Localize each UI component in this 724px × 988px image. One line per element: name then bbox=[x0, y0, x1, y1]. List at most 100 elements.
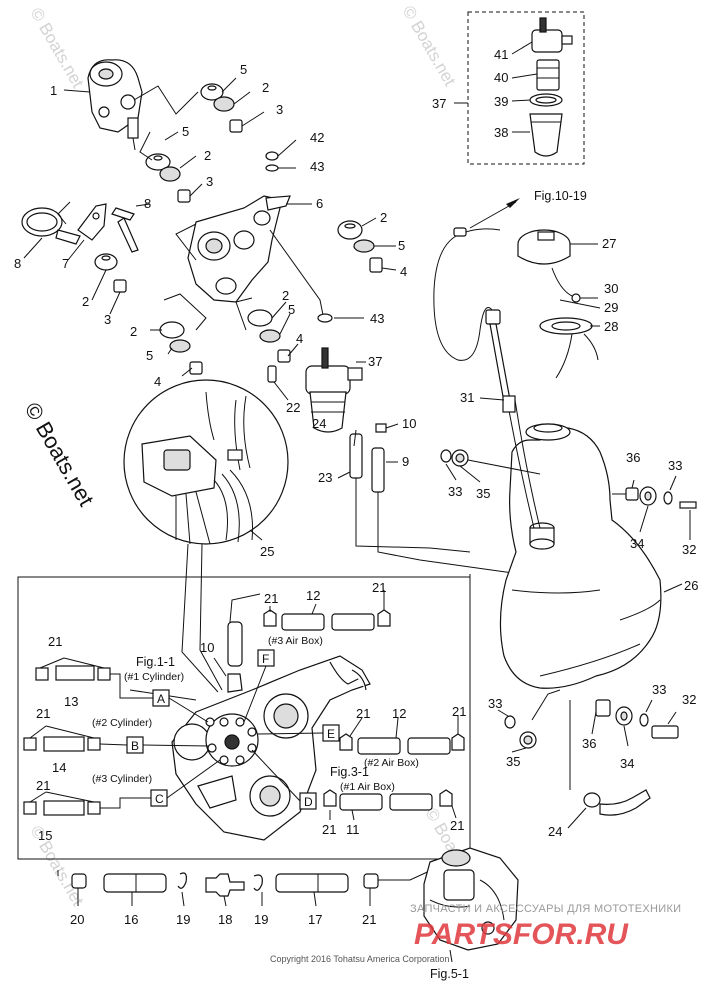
hose-clamp-part-8 bbox=[21, 207, 81, 245]
callout: 32 bbox=[682, 692, 696, 707]
callout: 9 bbox=[402, 454, 409, 469]
callout: 37 bbox=[368, 354, 382, 369]
callout: 5 bbox=[288, 302, 295, 317]
bracket-part-7 bbox=[77, 203, 107, 241]
callout: 2 bbox=[82, 294, 89, 309]
label-cyl2: (#2 Cylinder) bbox=[92, 717, 152, 729]
callout: 14 bbox=[52, 760, 66, 775]
callout: 21 bbox=[36, 706, 50, 721]
label-air2: (#2 Air Box) bbox=[364, 757, 419, 769]
dipstick-part-31 bbox=[479, 309, 541, 529]
callout: 34 bbox=[620, 756, 634, 771]
manifold-detail-box bbox=[17, 576, 471, 860]
callout: 30 bbox=[604, 281, 618, 296]
mount-bolts-upper bbox=[440, 449, 697, 540]
callout: 36 bbox=[626, 450, 640, 465]
callout: 5 bbox=[146, 348, 153, 363]
fuel-filter-part-37 bbox=[305, 347, 363, 433]
callout: 4 bbox=[400, 264, 407, 279]
callout: 8 bbox=[14, 256, 21, 271]
callout: 1 bbox=[50, 83, 57, 98]
callout: 4 bbox=[296, 331, 303, 346]
callout: 2 bbox=[282, 288, 289, 303]
connector-boxes bbox=[126, 649, 340, 810]
callout: 24 bbox=[312, 416, 326, 431]
callout: 5 bbox=[240, 62, 247, 77]
callout: 32 bbox=[682, 542, 696, 557]
callout: 33 bbox=[488, 696, 502, 711]
connector-letters: A B C D E F bbox=[131, 652, 335, 809]
connector-leader-lines bbox=[142, 665, 324, 802]
hose-parts-23-9 bbox=[337, 423, 521, 575]
hose-set-14 bbox=[23, 725, 128, 752]
hose-set-15 bbox=[23, 791, 151, 816]
bottom-hose-row bbox=[57, 870, 379, 907]
callout: 19 bbox=[176, 912, 190, 927]
washer-part-43 bbox=[317, 313, 333, 323]
connector-letter-f: F bbox=[262, 652, 269, 666]
callout: 2 bbox=[262, 80, 269, 95]
callout: 38 bbox=[494, 125, 508, 140]
callout: 39 bbox=[494, 94, 508, 109]
callout: 43 bbox=[370, 311, 384, 326]
breather-hose bbox=[433, 198, 520, 361]
callout: 35 bbox=[506, 754, 520, 769]
callout: 11 bbox=[346, 822, 360, 837]
right-bushings bbox=[337, 217, 397, 273]
callout: 41 bbox=[494, 47, 508, 62]
callout: 7 bbox=[62, 256, 69, 271]
callout: 18 bbox=[218, 912, 232, 927]
callout: 29 bbox=[604, 300, 618, 315]
callout: 19 bbox=[254, 912, 268, 927]
callout: 33 bbox=[652, 682, 666, 697]
callout: 20 bbox=[70, 912, 84, 927]
callout: 21 bbox=[372, 580, 386, 595]
connector-letter-b: B bbox=[131, 739, 139, 753]
callout: 21 bbox=[362, 912, 376, 927]
callout: 10 bbox=[200, 640, 214, 655]
side-watermark: © Boats.net bbox=[20, 398, 99, 510]
callout: 5 bbox=[182, 124, 189, 139]
part-10-lower bbox=[213, 593, 261, 693]
fuel-tank-part-26 bbox=[499, 423, 662, 689]
label-air1: (#1 Air Box) bbox=[340, 781, 395, 793]
callout: 34 bbox=[630, 536, 644, 551]
callout-numbers: 1 5 2 3 5 2 3 42 43 6 8 8 7 2 5 4 2 3 2 … bbox=[14, 47, 698, 927]
intake-manifold-plate bbox=[171, 655, 371, 841]
cap-parts-27-28 bbox=[517, 229, 599, 379]
callout: 13 bbox=[64, 694, 78, 709]
center-bushings bbox=[150, 293, 299, 401]
callout: 35 bbox=[476, 486, 490, 501]
hose-set-12-mid bbox=[339, 716, 465, 755]
callout: 3 bbox=[104, 312, 111, 327]
watermark-text: © Boats.net bbox=[399, 3, 460, 90]
detail-circle-part-25 bbox=[123, 379, 289, 545]
hose-set-13 bbox=[35, 657, 153, 699]
watermark-text: © Boats.net bbox=[27, 5, 88, 92]
callout: 21 bbox=[322, 822, 336, 837]
hose-set-12-top bbox=[263, 590, 391, 631]
callout: 2 bbox=[130, 324, 137, 339]
hose-part-24-lower bbox=[567, 700, 651, 829]
copyright-text: Copyright 2016 Tohatsu America Corporati… bbox=[270, 954, 449, 964]
callout: 33 bbox=[448, 484, 462, 499]
callout: 22 bbox=[286, 400, 300, 415]
callout: 12 bbox=[392, 706, 406, 721]
callout: 21 bbox=[450, 818, 464, 833]
callout: 16 bbox=[124, 912, 138, 927]
callout: 8 bbox=[144, 196, 151, 211]
mount-bracket-part-6 bbox=[187, 195, 291, 303]
callout: 23 bbox=[318, 470, 332, 485]
figure-references: Fig.10-19 Fig.1-1 Fig.3-1 Fig.5-1 bbox=[136, 189, 587, 981]
filter-assembly-parts bbox=[529, 17, 573, 157]
engine-block-fig-5-1 bbox=[423, 847, 519, 951]
connector-letter-e: E bbox=[327, 727, 335, 741]
connector-letter-c: C bbox=[155, 792, 164, 806]
brand-logo: PARTSFOR.RU bbox=[414, 918, 629, 951]
callout: 40 bbox=[494, 70, 508, 85]
callout: 36 bbox=[582, 736, 596, 751]
callout: 15 bbox=[38, 828, 52, 843]
callout: 6 bbox=[316, 196, 323, 211]
